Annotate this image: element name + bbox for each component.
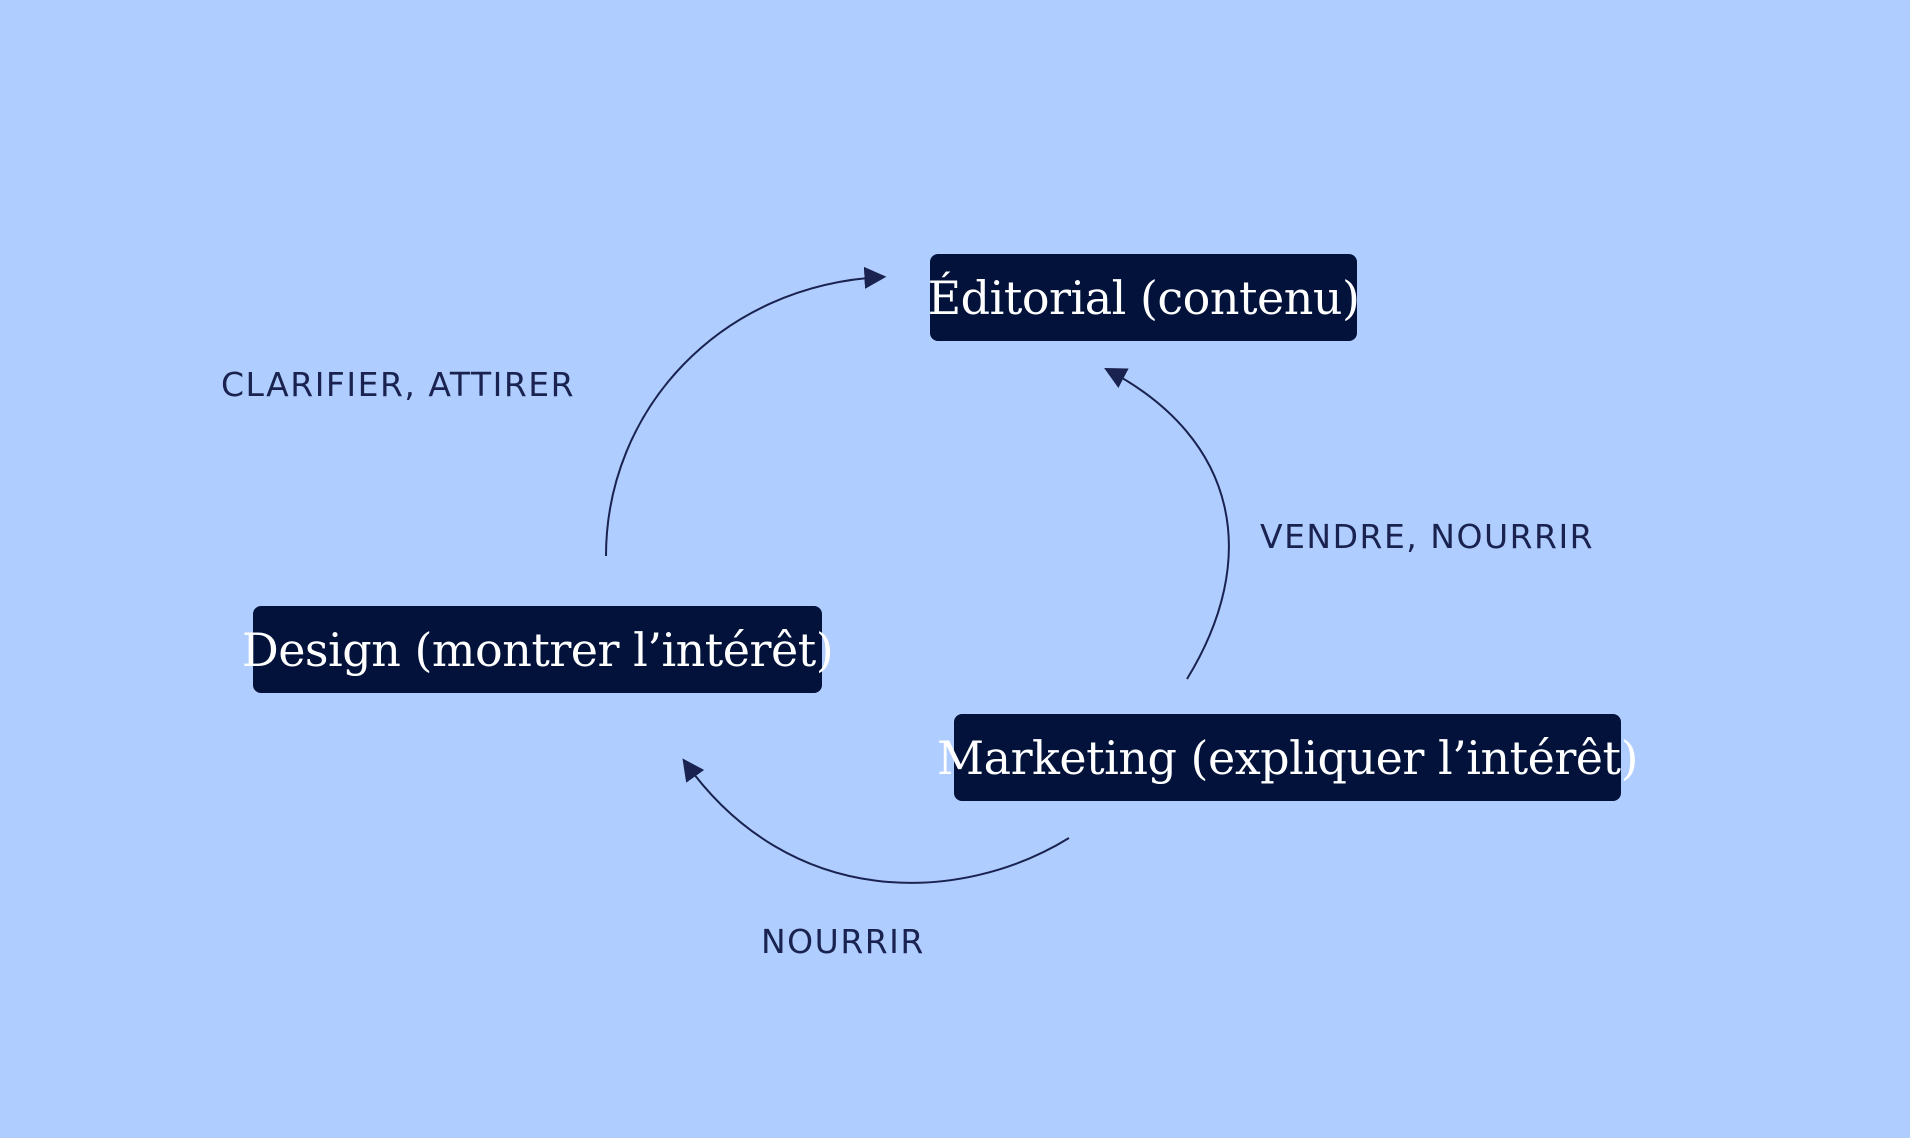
edge-label-design-to-editorial: CLARIFIER, ATTIRER: [221, 365, 576, 404]
node-marketing: Marketing (expliquer l’intérêt): [937, 714, 1638, 801]
arrow-marketing-to-design: [682, 758, 1070, 884]
node-design: Design (montrer l’intérêt): [242, 606, 834, 693]
node-editorial: Éditorial (contenu): [928, 254, 1360, 341]
edge-label-marketing-to-design: NOURRIR: [761, 922, 925, 961]
edge-label-marketing-to-editorial: VENDRE, NOURRIR: [1260, 517, 1595, 556]
arrow-marketing-to-editorial: [1104, 367, 1230, 680]
arrow-design-to-editorial: [605, 266, 887, 557]
